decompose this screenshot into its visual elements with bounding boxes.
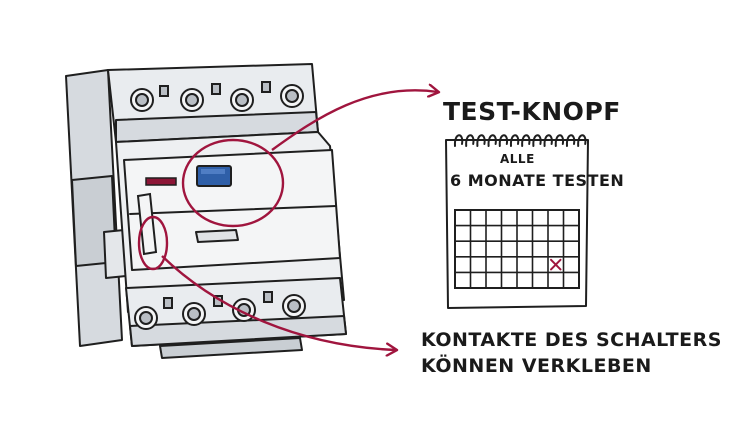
top-terminals <box>130 81 304 112</box>
test-button-highlight <box>201 169 225 174</box>
terminal-screw-bottom-1-inner <box>139 311 153 325</box>
device-center-ridge <box>129 205 337 215</box>
arrow-icon <box>161 255 396 350</box>
contacts-label-line-1: KONTAKTE DES SCHALTERS <box>421 329 722 351</box>
terminal-screw-top-1-inner <box>135 93 149 107</box>
arrow-icon <box>271 90 438 151</box>
device-din-foot <box>159 337 303 359</box>
calendar-ring <box>532 134 542 147</box>
calendar-ring <box>487 134 497 147</box>
calendar-ring <box>521 134 531 147</box>
calendar-cross-mark <box>550 258 562 271</box>
terminal-slot-top-2 <box>211 83 221 95</box>
contacts-label-line-2: KÖNNEN VERKLEBEN <box>421 355 652 377</box>
terminal-screw-top-3-inner <box>235 93 249 107</box>
calendar-ring <box>476 134 486 147</box>
calendar-ring <box>543 134 553 147</box>
terminal-slot-top-1 <box>159 85 169 97</box>
calendar-text-line-2: 6 MONATE TESTEN <box>450 171 625 190</box>
terminal-screw-top-4-inner <box>285 89 299 103</box>
calendar-icon <box>445 134 589 309</box>
calendar-grid <box>454 209 580 289</box>
terminal-slot-top-3 <box>261 81 271 93</box>
bottom-terminals <box>134 291 306 330</box>
status-indicator <box>145 177 177 186</box>
device-bottom-face <box>129 315 347 347</box>
switch-lever <box>136 192 158 256</box>
terminal-screw-bottom-2-inner <box>187 307 201 321</box>
calendar-ring <box>577 134 587 147</box>
calendar-ring <box>509 134 520 147</box>
calendar-marked-day <box>550 258 562 271</box>
calendar-ring <box>565 134 576 147</box>
terminal-screw-bottom-4-inner <box>287 299 301 313</box>
calendar-ring <box>453 134 464 147</box>
rcd-breaker-illustration <box>65 63 347 359</box>
contacts-highlight-circle <box>137 215 169 271</box>
calendar-ring <box>465 134 475 147</box>
test-button-highlight-circle <box>181 138 285 228</box>
terminal-slot-bottom-3 <box>263 291 273 303</box>
calendar-ring <box>498 134 509 147</box>
terminal-screw-top-2-inner <box>185 93 199 107</box>
terminal-slot-bottom-1 <box>163 297 173 309</box>
calendar-rings <box>453 134 587 147</box>
device-lever-slot <box>195 229 239 243</box>
test-button-title: TEST-KNOPF <box>443 97 621 126</box>
calendar-text-line-1: ALLE <box>500 152 535 166</box>
calendar-ring <box>554 134 565 147</box>
